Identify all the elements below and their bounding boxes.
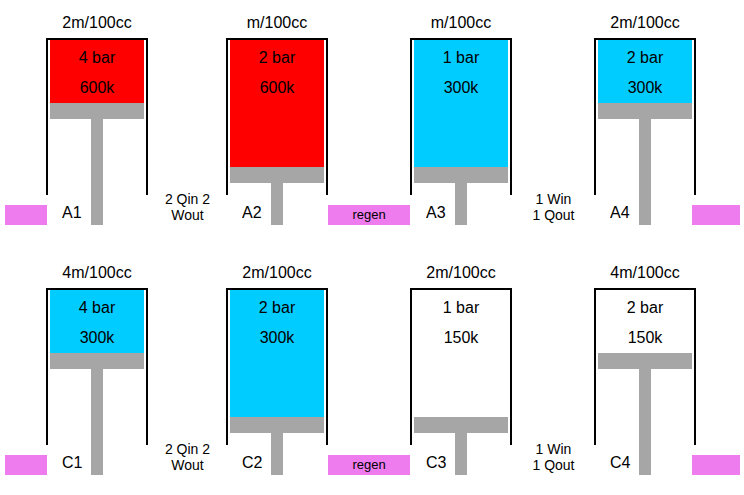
stage-id: A4: [610, 203, 630, 222]
charge-label: 4m/100cc: [610, 263, 679, 283]
charge-label: 2m/100cc: [62, 13, 131, 33]
charge-label: m/100cc: [431, 13, 491, 33]
stage-id: C4: [610, 453, 630, 472]
pressure-value: 2 bar: [596, 298, 694, 318]
stage-name: regen: [352, 207, 385, 223]
piston-rod: [639, 369, 651, 475]
cylinder-box: m/100cc2 bar600k: [226, 38, 328, 195]
cylinder-box: 2m/100cc4 bar600k: [46, 38, 148, 195]
cylinder-box: 2m/100cc2 bar300k: [594, 38, 696, 195]
pressure-value: 4 bar: [48, 298, 146, 318]
heat-pad: [692, 455, 740, 475]
pressure-value: 1 bar: [412, 48, 510, 68]
temperature-value: 300k: [228, 328, 326, 348]
temperature-value: 150k: [596, 328, 694, 348]
piston-rod: [639, 119, 651, 225]
piston-rod: [271, 433, 283, 475]
row-a: [5, 40, 740, 225]
piston-rod: [271, 183, 283, 225]
pressure-value: 2 bar: [596, 48, 694, 68]
stage-id: C3: [426, 453, 446, 472]
piston: [598, 353, 692, 369]
stage-id: A2: [242, 203, 262, 222]
piston: [230, 167, 324, 183]
heat-pad: [5, 455, 47, 475]
stage-name: regen: [352, 457, 385, 473]
temperature-value: 150k: [412, 328, 510, 348]
pressure-value: 2 bar: [228, 298, 326, 318]
energy-transfer-note: 2 Qin 2 Wout: [164, 191, 211, 223]
temperature-value: 300k: [596, 78, 694, 98]
charge-label: 2m/100cc: [426, 263, 495, 283]
piston-rod: [91, 369, 103, 475]
piston: [414, 167, 508, 183]
piston: [50, 103, 144, 119]
cylinder-box: 2m/100cc1 bar150k: [410, 288, 512, 445]
charge-label: 2m/100cc: [610, 13, 679, 33]
cylinder-box: 4m/100cc4 bar300k: [46, 288, 148, 445]
stage-id: A3: [426, 203, 446, 222]
piston: [598, 103, 692, 119]
temperature-value: 300k: [412, 78, 510, 98]
piston-rod: [91, 119, 103, 225]
pressure-value: 2 bar: [228, 48, 326, 68]
energy-transfer-note: 2 Qin 2 Wout: [164, 441, 211, 473]
charge-label: m/100cc: [247, 13, 307, 33]
energy-transfer-note: 1 Win 1 Qout: [531, 441, 576, 473]
temperature-value: 600k: [228, 78, 326, 98]
stage-id: C2: [242, 453, 262, 472]
stage-id: C1: [62, 453, 82, 472]
heat-pad: [692, 205, 740, 225]
cylinder-box: m/100cc1 bar300k: [410, 38, 512, 195]
temperature-value: 600k: [48, 78, 146, 98]
piston-rod: [455, 433, 467, 475]
piston-rod: [455, 183, 467, 225]
charge-label: 4m/100cc: [62, 263, 131, 283]
stage-id: A1: [62, 203, 82, 222]
cylinder-box: 4m/100cc2 bar150k: [594, 288, 696, 445]
piston: [230, 417, 324, 433]
pressure-value: 4 bar: [48, 48, 146, 68]
cylinder-box: 2m/100cc2 bar300k: [226, 288, 328, 445]
piston: [50, 353, 144, 369]
heat-pad: [5, 205, 47, 225]
regenerator-box: regen: [328, 455, 410, 475]
row-c: [5, 290, 740, 475]
pressure-value: 1 bar: [412, 298, 510, 318]
charge-label: 2m/100cc: [242, 263, 311, 283]
temperature-value: 300k: [48, 328, 146, 348]
piston: [414, 417, 508, 433]
energy-transfer-note: 1 Win 1 Qout: [531, 191, 576, 223]
regenerator-box: regen: [328, 205, 410, 225]
